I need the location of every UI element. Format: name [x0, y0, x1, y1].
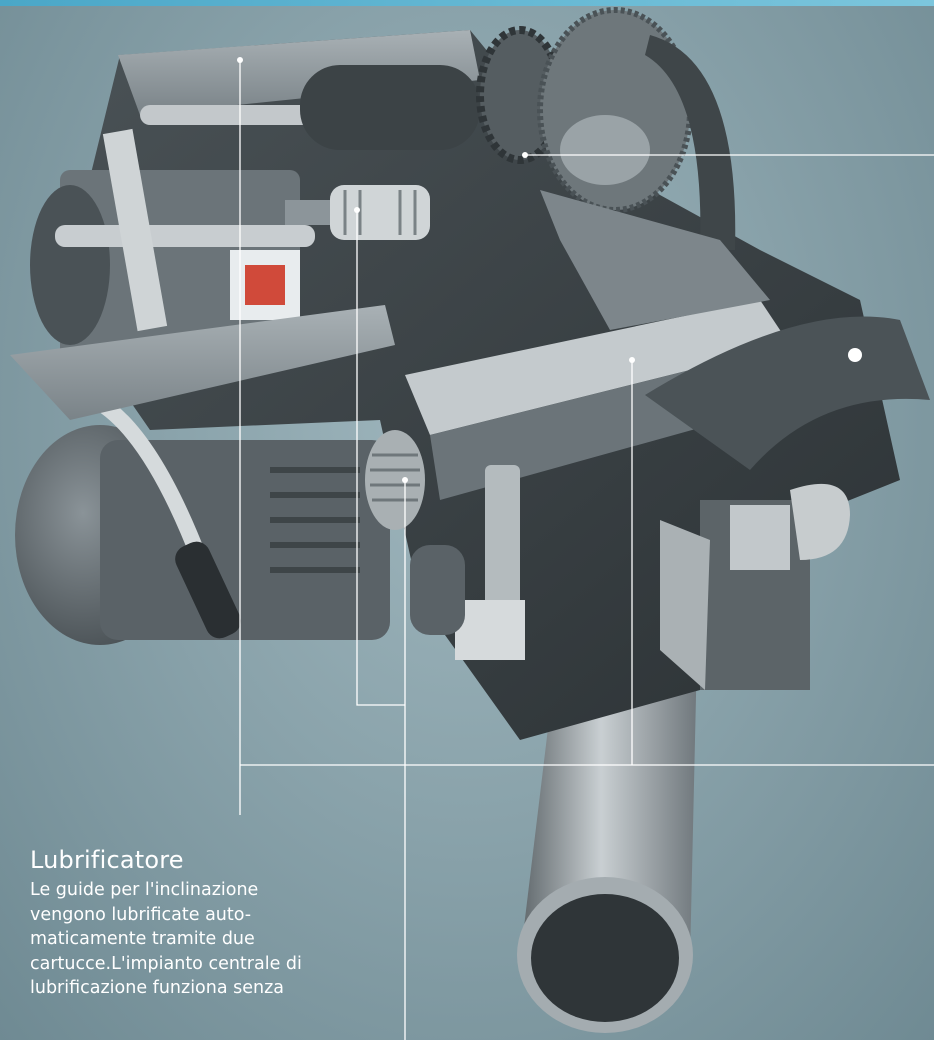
- table-plates: [10, 190, 930, 500]
- left-motor: [15, 392, 425, 645]
- callout-lines: [239, 60, 934, 1040]
- caption-title: Lubrificatore: [30, 846, 184, 874]
- callout-dots: [237, 57, 635, 483]
- saw-blade: [476, 7, 736, 250]
- lower-column: [410, 465, 850, 690]
- lubricator-caption: Lubrificatore Le guide per l'inclinazion…: [30, 846, 330, 1001]
- couplings: [285, 185, 430, 240]
- caption-body: Le guide per l'inclinazione vengono lubr…: [30, 880, 302, 998]
- accent-strip: [0, 0, 934, 6]
